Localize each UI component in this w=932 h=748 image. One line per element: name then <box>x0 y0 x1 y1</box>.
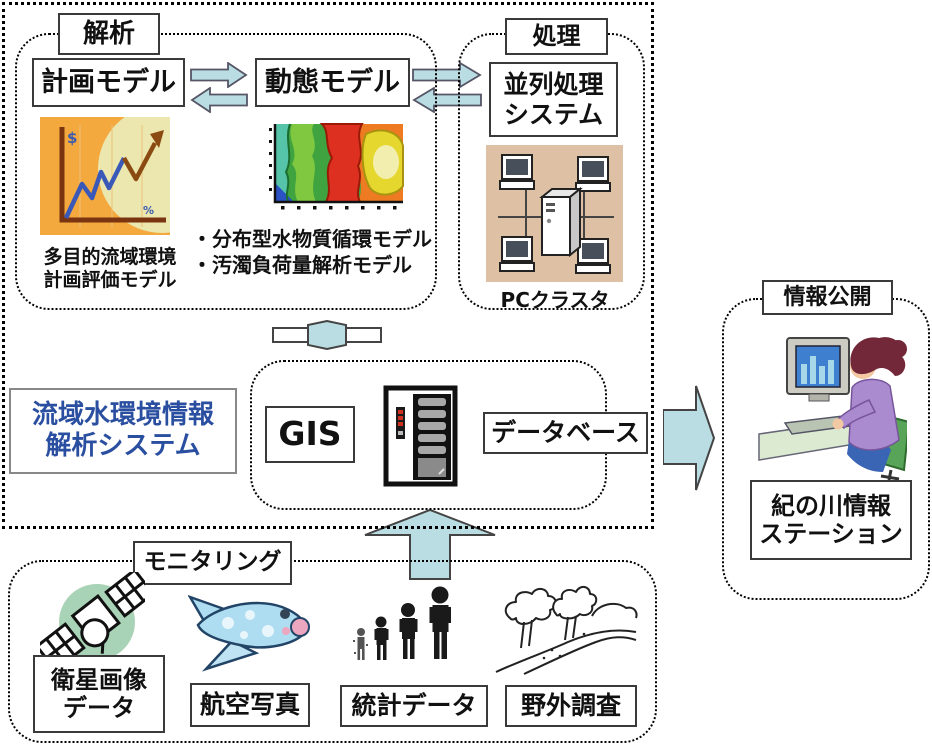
parallel-processing-box: 並列処理 システム <box>489 62 618 137</box>
arrow-dynamic-to-parallel <box>412 62 482 88</box>
dynamic-model-text: 動態モデル <box>265 66 400 98</box>
planning-model-text: 計画モデル <box>41 66 176 98</box>
satellite-line1: 衛星画像 <box>51 665 147 694</box>
people-group-icon <box>353 586 451 660</box>
parallel-line1: 並列処理 <box>503 70 604 99</box>
database-box: データベース <box>483 412 648 454</box>
monitoring-label-text: モニタリング <box>143 549 282 576</box>
trees-landscape-icon <box>495 586 638 675</box>
field-survey-text: 野外調査 <box>520 691 621 721</box>
bullet-distributed-model: ・分布型水物質循環モデル <box>192 227 432 251</box>
kinokawa-station-box: 紀の川情報 ステーション <box>750 480 912 560</box>
processing-section-label: 処理 <box>505 18 608 55</box>
server-tower-icon <box>383 385 458 487</box>
aerial-photo-box: 航空写真 <box>190 683 310 727</box>
arrow-system-to-publication <box>663 385 715 491</box>
monitoring-section-label: モニタリング <box>133 541 292 585</box>
caption-line1: 多目的流域環境 <box>43 246 177 268</box>
system-name-line2: 解析システム <box>45 431 201 461</box>
station-line1: 紀の川情報 <box>771 491 891 520</box>
caption-line2: 計画評価モデル <box>43 269 177 291</box>
person-at-computer-icon <box>758 337 907 480</box>
gis-box: GIS <box>265 406 355 463</box>
field-survey-box: 野外調査 <box>505 685 637 727</box>
satellite-icon <box>40 572 145 667</box>
dynamic-model-box: 動態モデル <box>255 58 410 107</box>
bullet-pollution-model: ・汚濁負荷量解析モデル <box>192 253 412 277</box>
gis-text: GIS <box>278 414 342 454</box>
line-chart-icon: $ % <box>40 117 170 235</box>
planning-model-caption: 多目的流域環境 計画評価モデル <box>28 246 192 292</box>
statistics-data-box: 統計データ <box>340 685 488 727</box>
parallel-line2: システム <box>503 99 604 129</box>
analysis-section-boundary <box>15 33 437 310</box>
station-line2: ステーション <box>759 520 903 548</box>
database-text: データベース <box>491 418 640 448</box>
planning-model-box: 計画モデル <box>32 58 185 107</box>
system-name-line1: 流域水環境情報 <box>31 400 214 431</box>
chart-percent-label: % <box>143 204 154 217</box>
publication-section-label: 情報公開 <box>762 280 893 315</box>
system-name-box: 流域水環境情報 解析システム <box>9 388 237 474</box>
analysis-section-label: 解析 <box>58 13 160 55</box>
satellite-data-box: 衛星画像 データ <box>33 655 165 733</box>
airplane-icon <box>188 594 310 672</box>
arrow-parallel-to-dynamic <box>412 87 482 113</box>
satellite-line2: データ <box>63 694 135 722</box>
chart-dollar-label: $ <box>67 129 77 147</box>
publication-label-text: 情報公開 <box>783 284 872 310</box>
contour-map-icon <box>269 123 404 210</box>
pc-cluster-caption-text: PCクラスタ <box>500 288 610 312</box>
statistics-text: 統計データ <box>351 691 477 721</box>
pc-cluster-caption: PCクラスタ <box>485 284 625 313</box>
arrow-dynamic-to-planning <box>190 87 248 113</box>
arrow-planning-to-dynamic <box>190 62 248 88</box>
processing-label-text: 処理 <box>532 22 581 51</box>
outer-system-boundary <box>2 2 654 529</box>
analysis-label-text: 解析 <box>82 18 135 49</box>
aerial-photo-text: 航空写真 <box>199 690 300 720</box>
pc-cluster-icon <box>486 145 623 282</box>
monitoring-section-boundary <box>8 560 657 743</box>
analysis-model-bullets: ・分布型水物質循環モデル ・汚濁負荷量解析モデル <box>192 226 440 278</box>
arrow-analysis-gis-exchange <box>272 320 382 350</box>
